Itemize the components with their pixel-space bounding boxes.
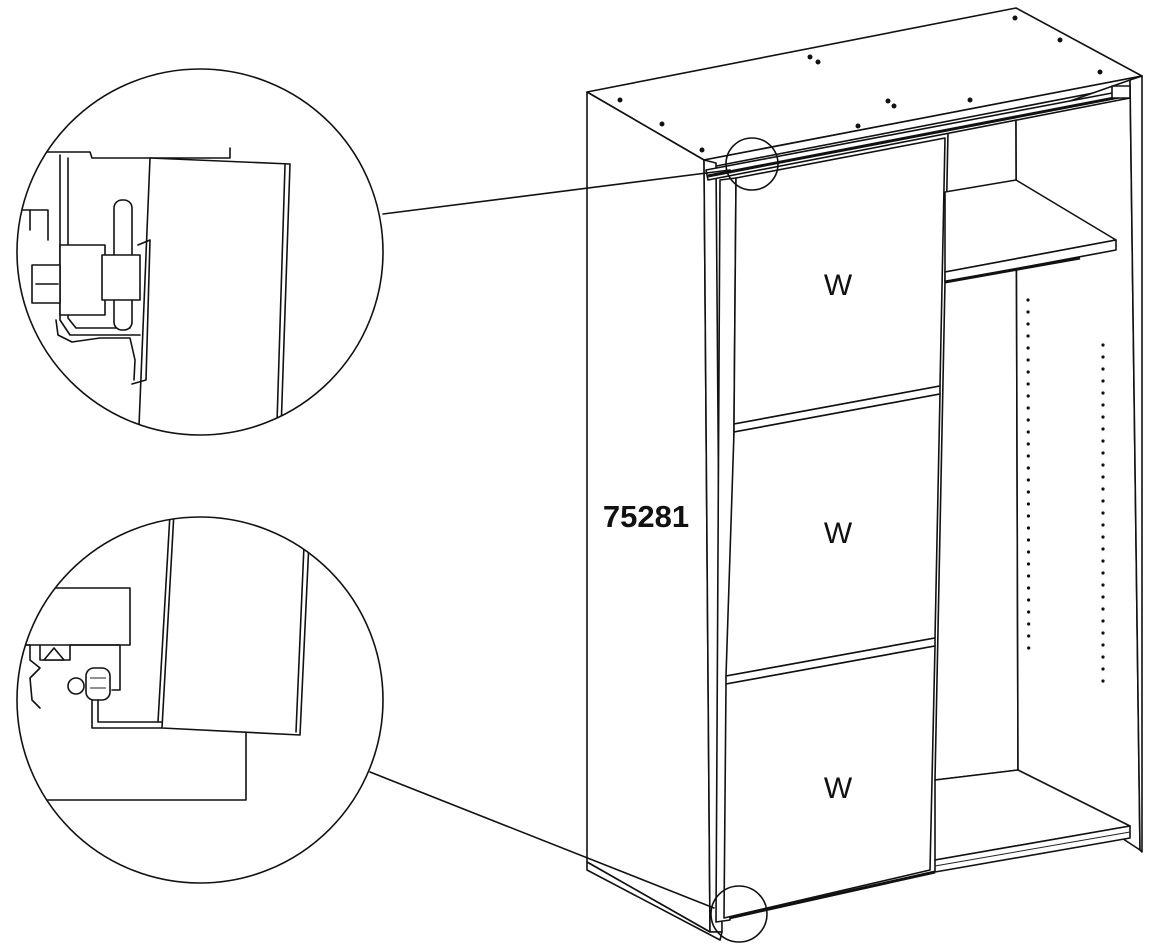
- shelf-pin-hole: [1101, 415, 1105, 419]
- top-detail-marker: [725, 137, 779, 191]
- shelf-pin-holes-back: [1026, 298, 1031, 650]
- hanging-rail: [944, 256, 1081, 284]
- shelf-pin-hole: [1027, 634, 1031, 638]
- shelf-pin-hole: [1026, 466, 1030, 470]
- shelf-pin-hole: [1026, 478, 1030, 482]
- top-panel-holes: [617, 15, 1103, 153]
- shelf-pin-hole: [1101, 571, 1105, 575]
- shelf-pin-hole: [1027, 646, 1031, 650]
- shelf-pin-hole: [1026, 334, 1030, 338]
- shelf-pin-hole: [1026, 310, 1030, 314]
- shelf-front-edge: [944, 239, 1117, 283]
- shelf-pin-hole: [1101, 379, 1105, 383]
- shelf-pin-hole: [1026, 454, 1030, 458]
- shelf-pin-hole: [1101, 451, 1105, 455]
- shelf-pin-hole: [1101, 487, 1105, 491]
- shelf-pin-hole: [1101, 547, 1105, 551]
- shelf-pin-hole: [1101, 643, 1105, 647]
- shelf-pin-hole: [1027, 610, 1031, 614]
- shelf-pin-hole: [1026, 562, 1031, 566]
- door-panel-middle-label: W: [824, 517, 853, 550]
- shelf-pin-hole: [1101, 439, 1105, 443]
- bottom-detail-marker: [710, 885, 768, 943]
- shelf-pin-hole: [1026, 406, 1030, 410]
- shelf-pin-hole: [1026, 526, 1031, 530]
- shelf-pin-hole: [1026, 382, 1030, 386]
- shelf-pin-hole: [1101, 583, 1105, 587]
- shelf-pin-hole: [1026, 430, 1030, 434]
- shelf-pin-hole: [1026, 442, 1030, 446]
- shelf-pin-hole: [1026, 394, 1030, 398]
- top-leader-line: [382, 169, 731, 215]
- shelf-pin-hole: [1026, 418, 1030, 422]
- door-panel-top-label: W: [824, 269, 853, 302]
- shelf-pin-holes-side: [1101, 343, 1105, 683]
- shelf-pin-hole: [1101, 619, 1105, 623]
- shelf-pin-hole: [1027, 598, 1031, 602]
- shelf-pin-hole: [1026, 502, 1031, 506]
- bottom-detail-view: [16, 516, 384, 884]
- rail-end-stop: [1111, 85, 1131, 99]
- shelf-pin-hole: [1026, 586, 1031, 590]
- shelf-pin-hole: [1101, 391, 1105, 395]
- shelf-pin-hole: [1101, 463, 1105, 467]
- shelf-pin-hole: [1101, 499, 1105, 503]
- shelf-pin-hole: [1101, 595, 1105, 599]
- shelf-pin-hole: [1026, 550, 1031, 554]
- shelf-pin-hole: [1026, 538, 1031, 542]
- shelf-pin-hole: [1026, 322, 1030, 326]
- shelf-pin-hole: [1026, 346, 1030, 350]
- shelf-pin-hole: [1101, 559, 1105, 563]
- shelf-pin-hole: [1101, 655, 1105, 659]
- part-number-label: 75281: [603, 499, 689, 534]
- door-panel-bottom-label: W: [824, 772, 853, 805]
- top-detail-view: [16, 68, 384, 436]
- bottom-leader-line: [369, 771, 715, 909]
- shelf-pin-hole: [1026, 514, 1031, 518]
- shelf-pin-hole: [1101, 343, 1105, 347]
- shelf-pin-hole: [1101, 475, 1105, 479]
- sliding-door: [715, 137, 946, 923]
- shelf-pin-hole: [1101, 535, 1105, 539]
- shelf-pin-hole: [1101, 679, 1105, 683]
- shelf-pin-hole: [1101, 631, 1105, 635]
- shelf-pin-hole: [1026, 358, 1030, 362]
- shelf-pin-hole: [1101, 403, 1105, 407]
- shelf-pin-hole: [1101, 607, 1105, 611]
- shelf-pin-hole: [1101, 511, 1105, 515]
- shelf-pin-hole: [1101, 523, 1105, 527]
- shelf-pin-hole: [1026, 490, 1030, 494]
- shelf-pin-hole: [1026, 298, 1030, 302]
- shelf-pin-hole: [1101, 667, 1105, 671]
- shelf-pin-hole: [1101, 367, 1105, 371]
- right-side-front-edge: [1129, 75, 1143, 853]
- wardrobe-carcass: [586, 7, 1143, 941]
- shelf-pin-hole: [1101, 355, 1105, 359]
- shelf-pin-hole: [1101, 427, 1105, 431]
- shelf-pin-hole: [1027, 622, 1031, 626]
- shelf-pin-hole: [1026, 370, 1030, 374]
- bottom-rail-track: [719, 870, 936, 922]
- door-panel-bottom: [723, 645, 936, 919]
- shelf-pin-hole: [1026, 574, 1031, 578]
